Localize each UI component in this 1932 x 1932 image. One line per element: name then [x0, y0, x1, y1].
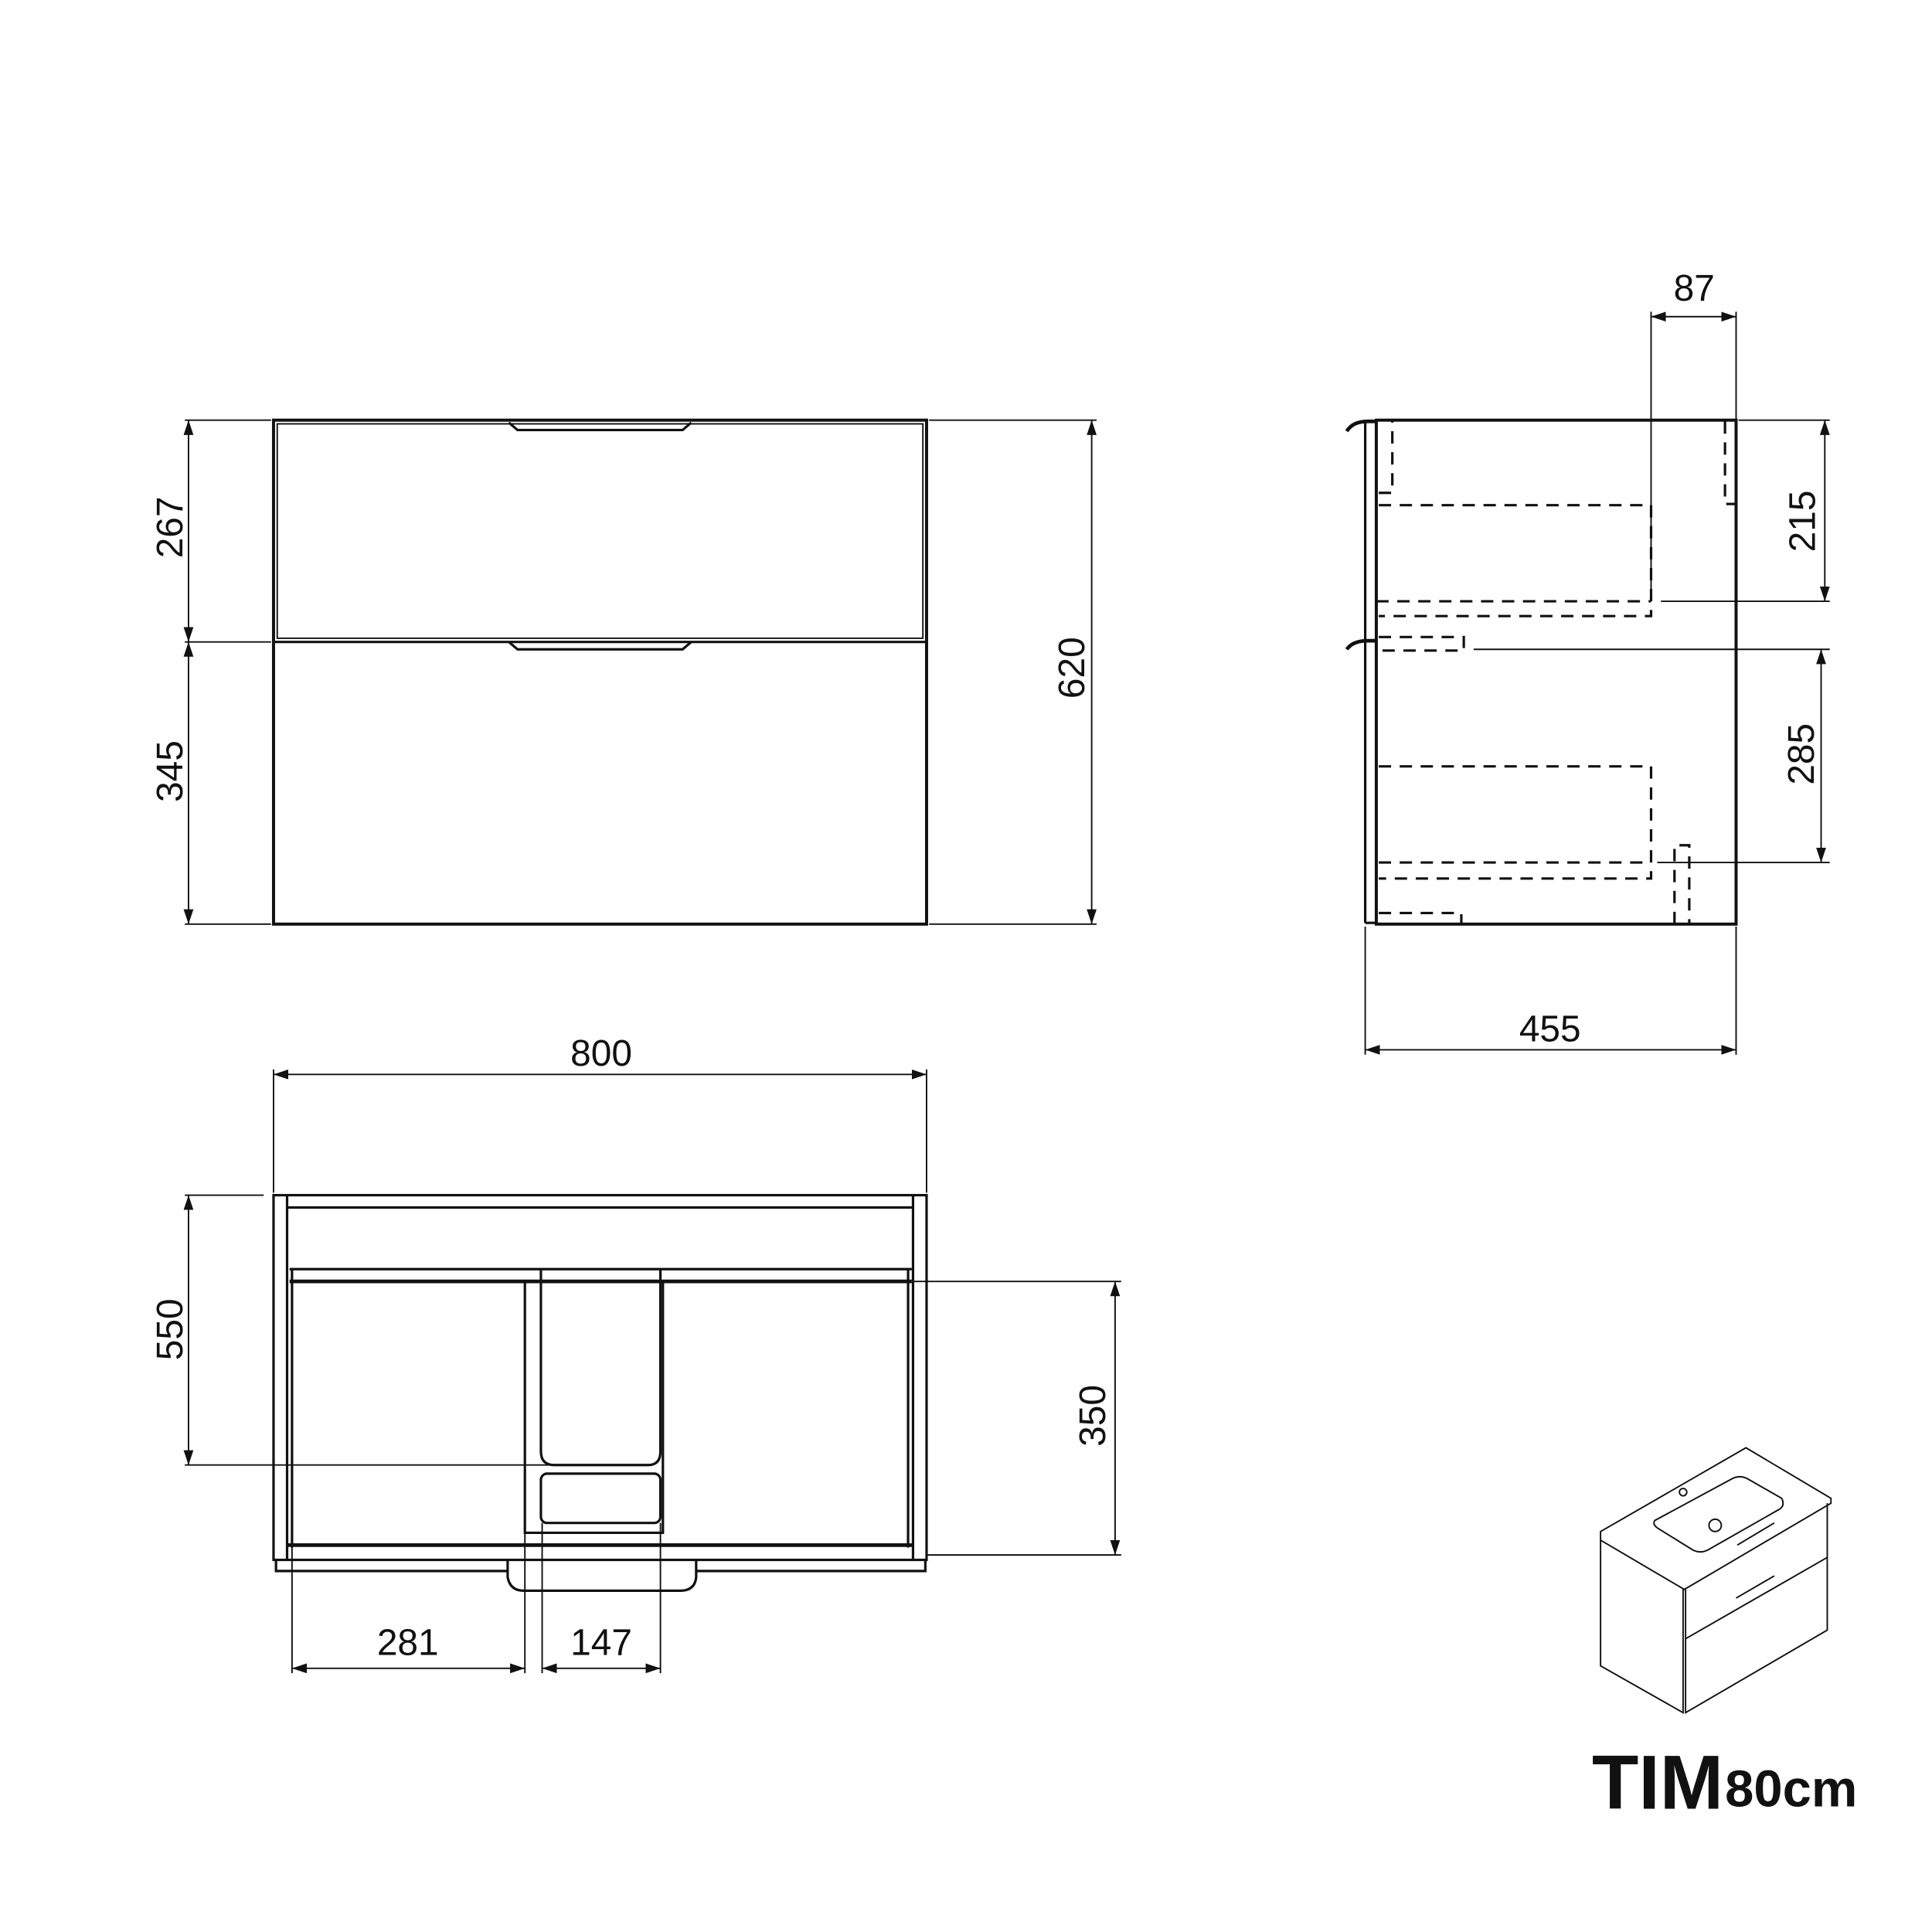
product-title: TIM 80cm: [1592, 1740, 1857, 1825]
dim-550: 550: [150, 1298, 191, 1360]
dim-455: 455: [1519, 1009, 1581, 1049]
dim-350: 350: [1073, 1385, 1114, 1447]
product-name: TIM: [1592, 1740, 1723, 1825]
dim-87: 87: [1674, 268, 1715, 309]
dim-800: 800: [570, 1033, 632, 1074]
top-drawer-handle: [508, 421, 692, 432]
top-view: 800 550 350 281 147: [150, 1033, 1121, 1674]
dim-345: 345: [150, 740, 191, 802]
dim-215: 215: [1783, 491, 1824, 553]
dim-285: 285: [1781, 723, 1822, 785]
dim-267: 267: [150, 496, 191, 558]
side-view: 87 215 285 455: [1345, 268, 1830, 1055]
dim-147: 147: [570, 1622, 632, 1663]
dim-620: 620: [1052, 637, 1093, 699]
front-view: 267 345 620: [150, 418, 1097, 926]
bottom-drawer-handle: [508, 641, 692, 651]
dim-281: 281: [377, 1622, 439, 1663]
product-size: 80cm: [1725, 1760, 1857, 1818]
cabinet-isometric-icon: [1600, 1447, 1832, 1714]
